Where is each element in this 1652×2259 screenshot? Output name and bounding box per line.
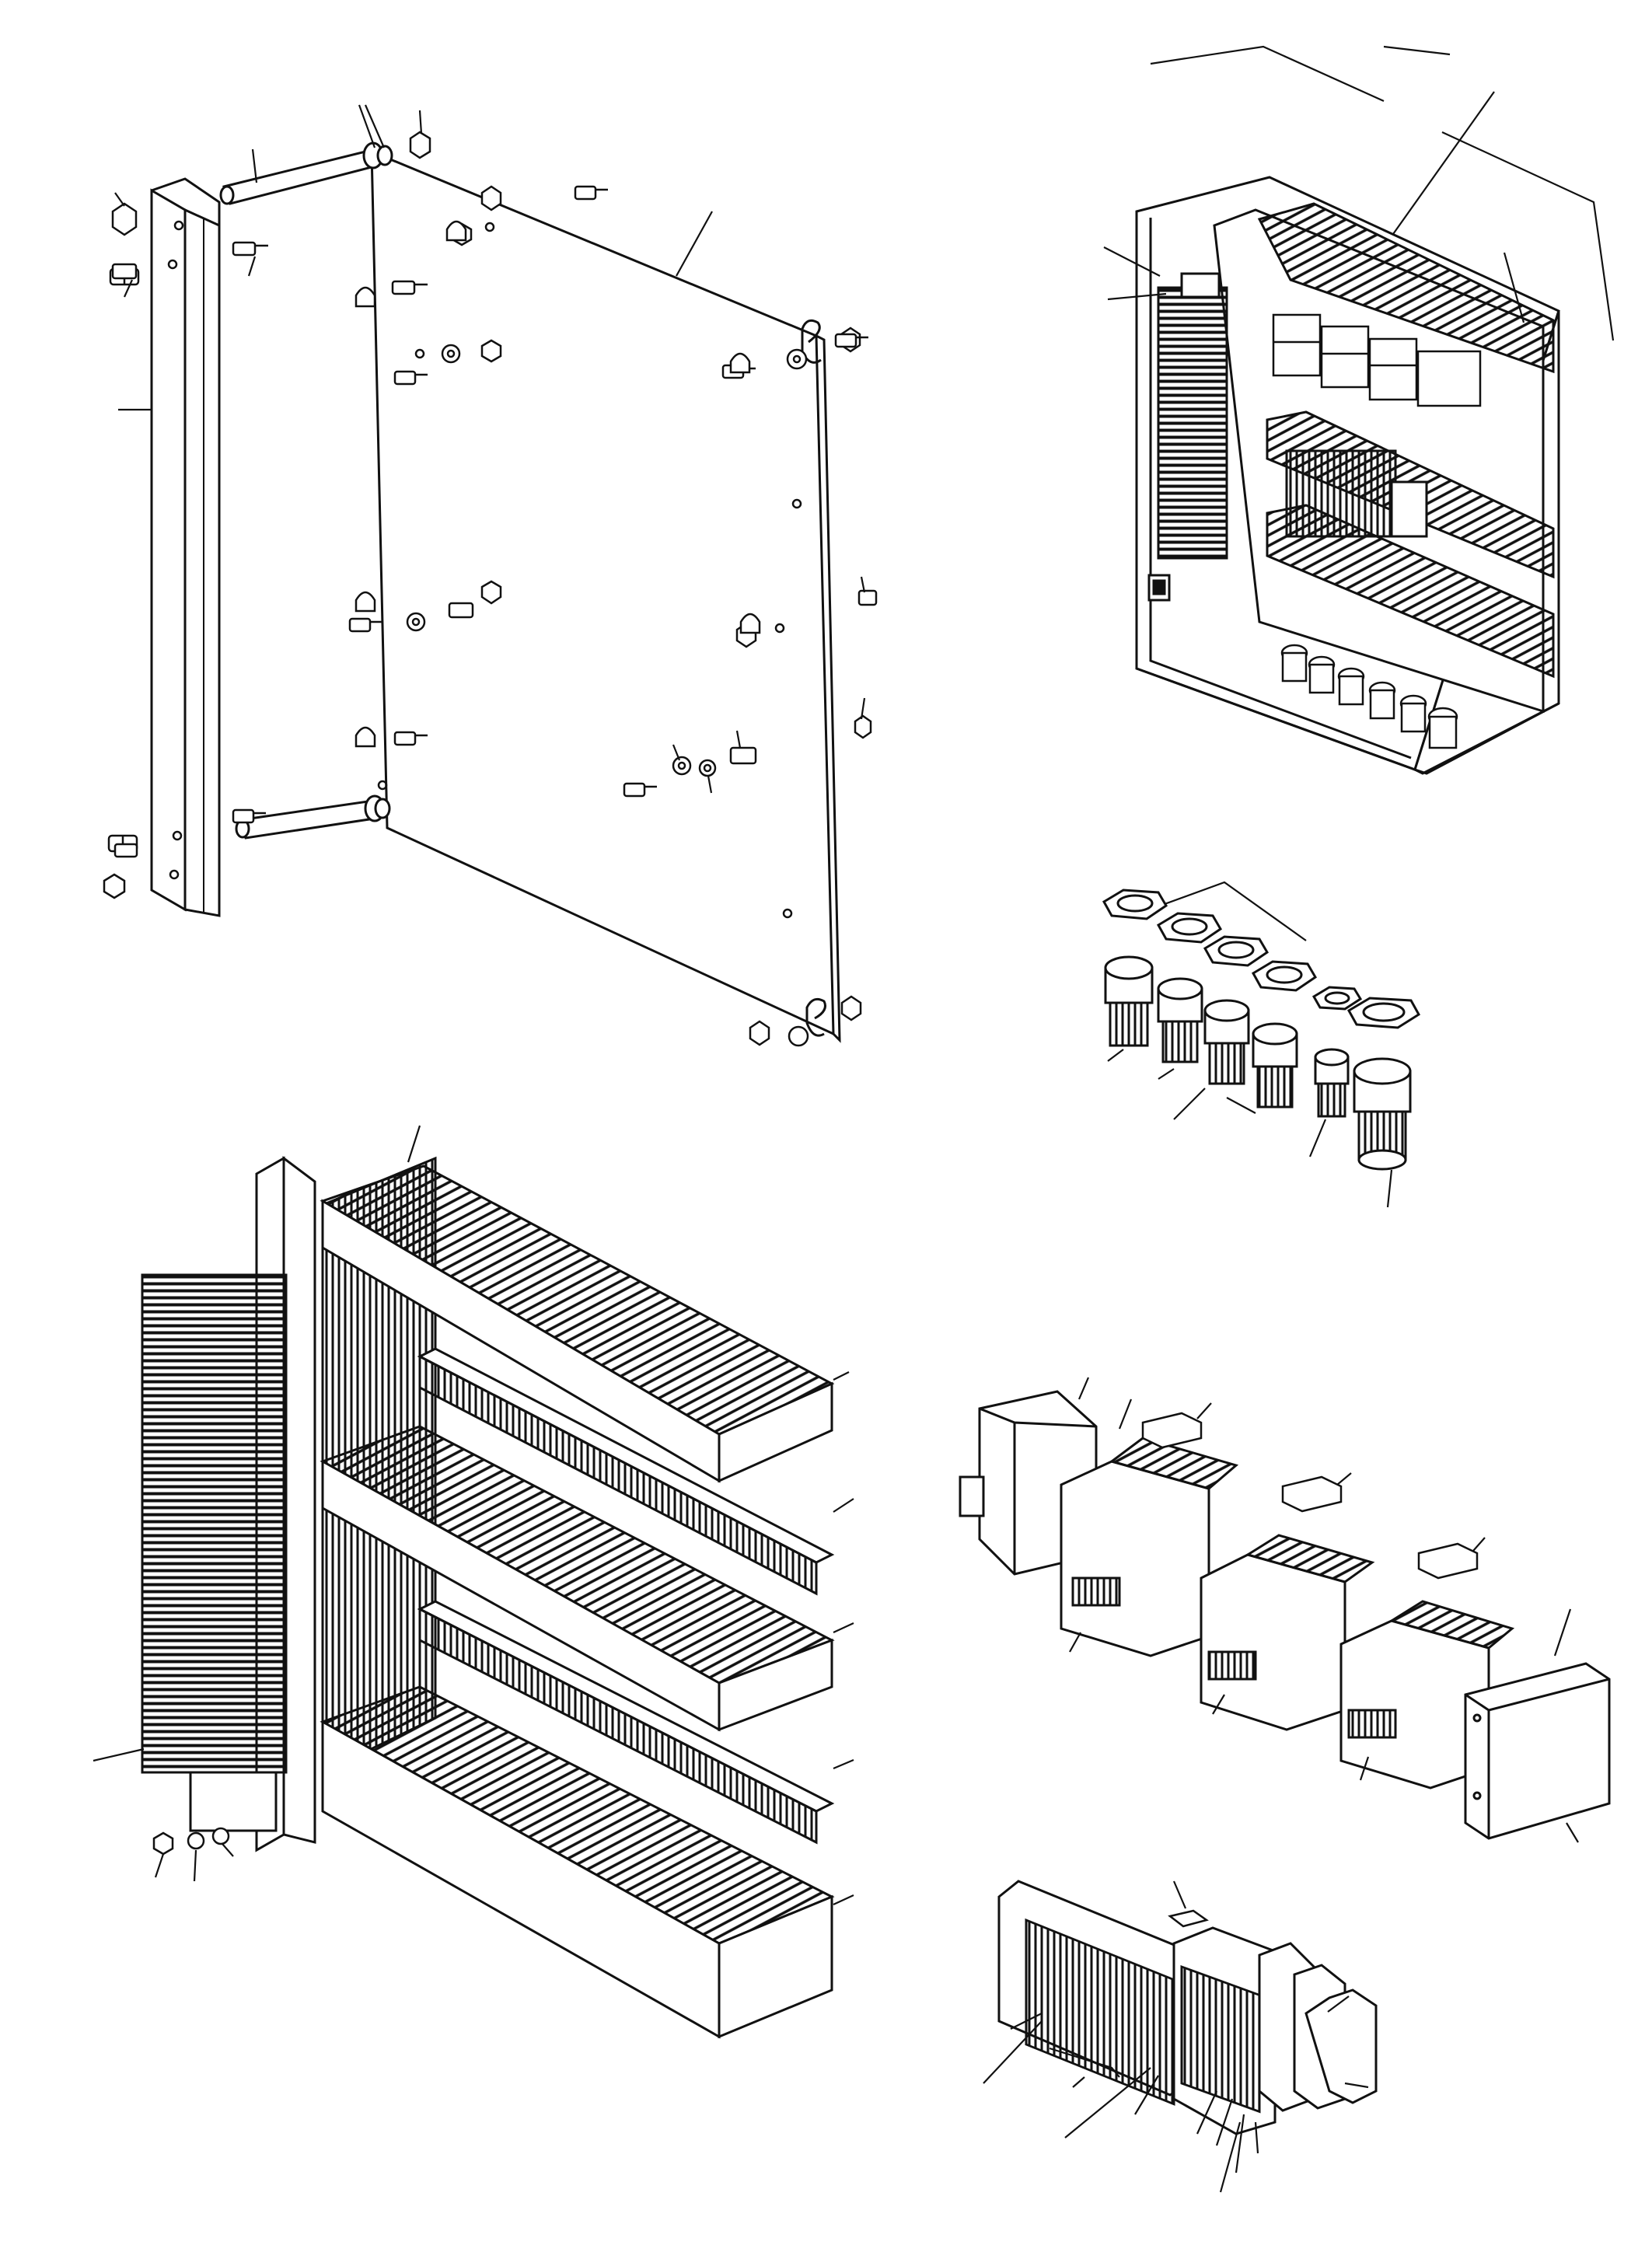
- hex-nuts: [103, 131, 872, 1046]
- mounting-plate: [370, 149, 835, 1036]
- auxiliary-contacts: [1141, 1412, 1479, 1580]
- contactor-3: [1339, 1600, 1515, 1789]
- contactors-view: [959, 1377, 1611, 1843]
- contactor-1: [1060, 1437, 1239, 1657]
- side-rail: [150, 188, 187, 912]
- cabinet-duct-top: [1257, 202, 1555, 374]
- plate-washers: [406, 344, 809, 1047]
- terminal-strip-main: [997, 1880, 1191, 2106]
- standoffs: [111, 263, 757, 858]
- duct-nuts: [152, 1827, 230, 1856]
- cabinet-heatsink: [1157, 286, 1228, 560]
- cable-duct-3: [320, 1685, 835, 2039]
- plate-holes: [377, 222, 802, 919]
- gland-leaders: [1107, 1049, 1393, 1208]
- cable-duct-1: [320, 1164, 835, 1483]
- duct-leaders: [93, 1125, 854, 1905]
- mounting-plate-view: [103, 45, 1495, 1047]
- din-rail-1: [417, 1347, 835, 1596]
- cable-glands-view: [1102, 881, 1421, 1208]
- plate-hook-top: [801, 319, 822, 364]
- contactor-2: [1200, 1534, 1375, 1731]
- cable-ducts-view: [93, 1125, 854, 2039]
- locknuts: [1102, 889, 1421, 1029]
- cabinet-contactors: [1272, 313, 1482, 407]
- cabinet-cable-glands: [1280, 644, 1458, 749]
- cabinet-leaders: [1103, 246, 1525, 323]
- relay-module: [1464, 1662, 1611, 1840]
- contactor-leaders: [1069, 1377, 1579, 1843]
- locknut-bracket: [1138, 881, 1307, 941]
- plate-hook-bottom: [805, 997, 826, 1037]
- duct-heatsink: [141, 1273, 288, 1774]
- control-cabinet-view: [1103, 45, 1615, 775]
- cable-duct-2: [320, 1425, 835, 1732]
- din-rail-2: [417, 1600, 835, 1845]
- spacer-bolts: [219, 150, 382, 840]
- group-bracket-top: [1150, 45, 1385, 103]
- group-bracket-right: [1441, 131, 1615, 341]
- marker-tag: [1168, 1909, 1209, 1928]
- terminal-strip-secondary: [1172, 1926, 1277, 2135]
- terminal-leaders: [983, 1880, 1369, 2193]
- end-stops: [1258, 1942, 1378, 2112]
- cabinet-terminal-blocks: [1285, 449, 1397, 538]
- cap-nuts: [354, 220, 761, 748]
- leader-lines: [114, 45, 1495, 794]
- cable-glands: [1104, 955, 1412, 1171]
- terminal-blocks-view: [983, 1880, 1378, 2193]
